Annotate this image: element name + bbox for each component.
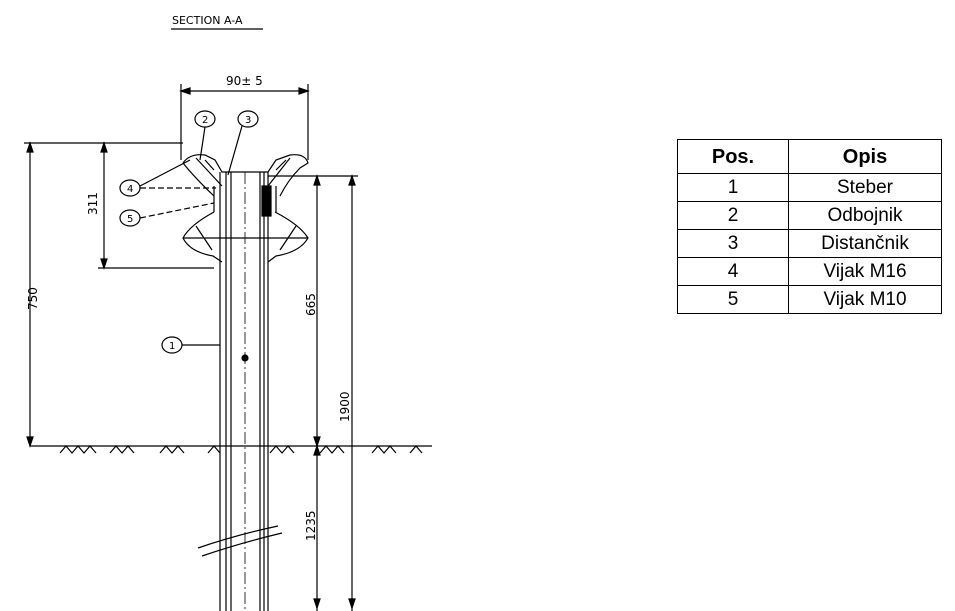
block-height-label: 311 xyxy=(86,192,100,215)
row-pos: 3 xyxy=(677,229,789,258)
callout-1: 1 xyxy=(161,336,220,354)
embedded-length-label: 1235 xyxy=(304,510,318,541)
svg-text:2: 2 xyxy=(202,115,208,126)
svg-text:1: 1 xyxy=(169,341,175,352)
row-opis: Steber xyxy=(788,173,942,202)
row-opis: Vijak M10 xyxy=(788,285,942,314)
row-pos: 2 xyxy=(677,201,789,230)
post xyxy=(197,172,283,611)
row-opis: Distančnik xyxy=(788,229,942,258)
row-opis: Odbojnik xyxy=(788,201,942,230)
guardrail-profile xyxy=(182,154,309,263)
section-title: SECTION A-A xyxy=(172,14,243,27)
table-row: 5 Vijak M10 xyxy=(677,285,942,314)
parts-table: Pos. Opis 1 Steber 2 Odbojnik 3 Distančn… xyxy=(677,139,942,314)
row-opis: Vijak M16 xyxy=(788,257,942,286)
header-opis: Opis xyxy=(788,139,942,174)
callout-3: 3 xyxy=(227,110,259,176)
width-label: 90± 5 xyxy=(226,74,263,88)
width-dimension: 90± 5 xyxy=(179,74,310,160)
post-total-label: 1900 xyxy=(338,391,352,422)
parts-table-header: Pos. Opis xyxy=(677,139,942,174)
table-row: 3 Distančnik xyxy=(677,229,942,258)
header-pos: Pos. xyxy=(677,139,789,174)
svg-text:4: 4 xyxy=(127,184,133,195)
total-height-label: 750 xyxy=(26,287,40,310)
total-height-dimension: 750 xyxy=(24,141,183,448)
svg-text:3: 3 xyxy=(245,115,251,126)
callout-5: 5 xyxy=(119,202,215,227)
ground-line xyxy=(30,445,432,454)
row-pos: 5 xyxy=(677,285,789,314)
row-pos: 4 xyxy=(677,257,789,286)
table-row: 4 Vijak M16 xyxy=(677,257,942,286)
upper-height-label: 665 xyxy=(304,293,318,316)
callout-2: 2 xyxy=(194,110,216,161)
right-dimensions: 665 1900 1235 xyxy=(268,174,358,611)
table-row: 1 Steber xyxy=(677,173,942,202)
svg-text:5: 5 xyxy=(127,214,133,225)
callout-4: 4 xyxy=(119,159,216,197)
row-pos: 1 xyxy=(677,173,789,202)
block-height-dimension: 311 xyxy=(86,141,214,270)
table-row: 2 Odbojnik xyxy=(677,201,942,230)
